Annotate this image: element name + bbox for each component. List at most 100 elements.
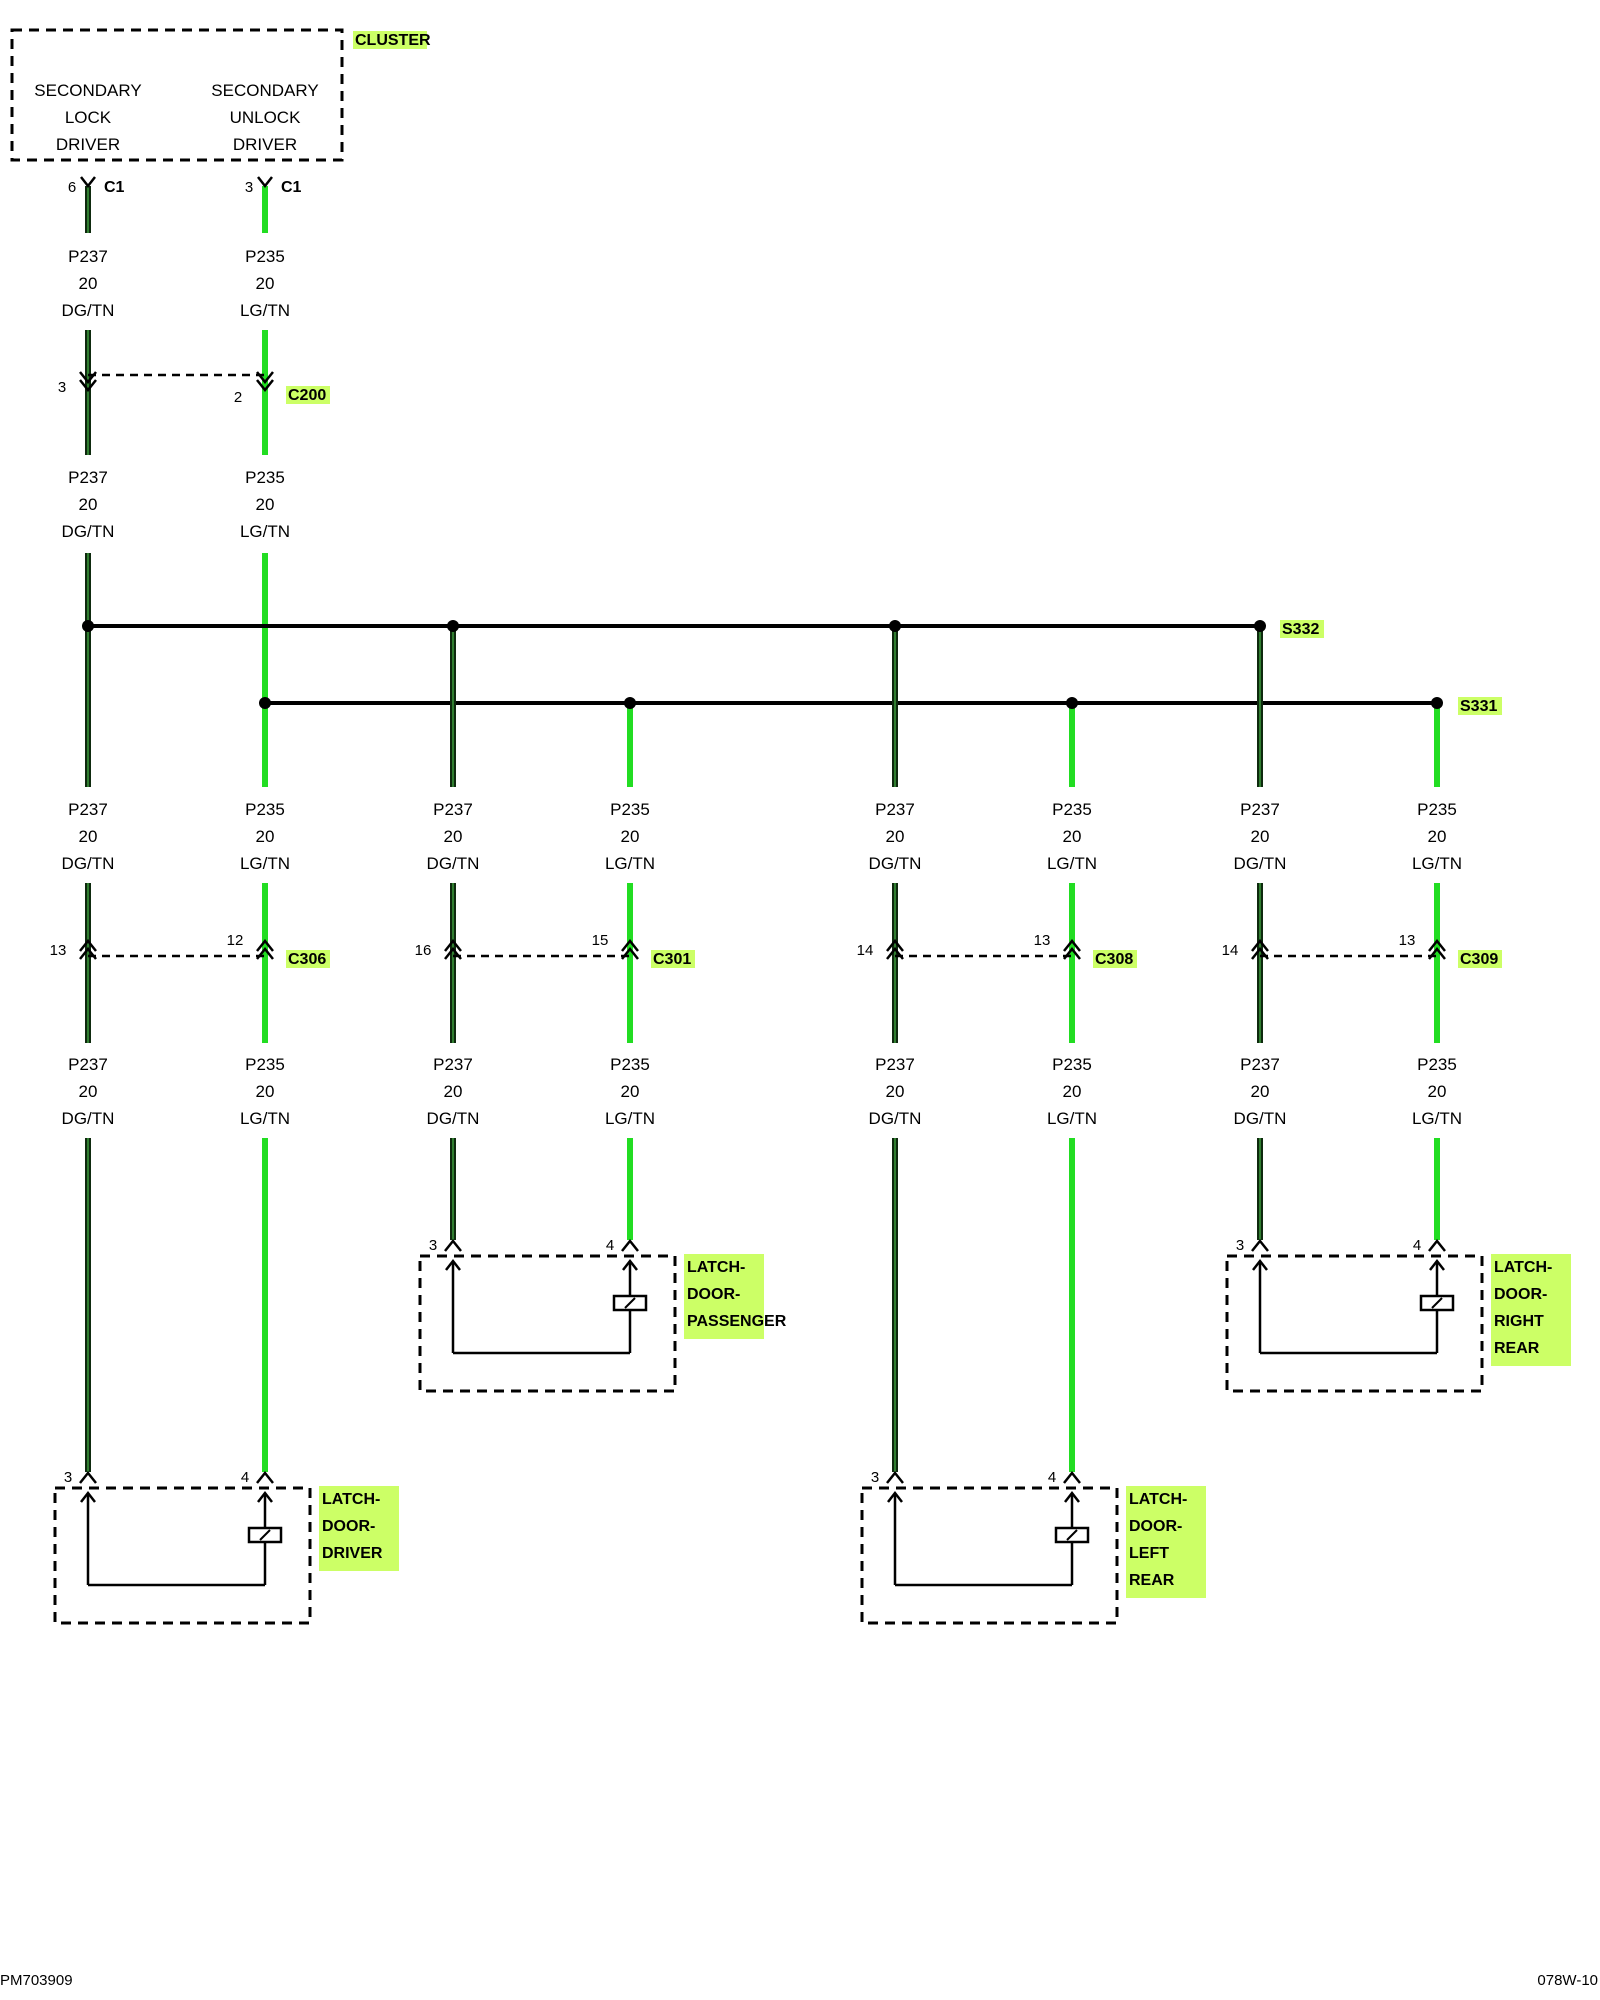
latch-3-p237-pin: 3 xyxy=(1236,1237,1244,1254)
p235-label-1-circuit: P235 xyxy=(245,247,285,266)
c1-p235-pin: 3 xyxy=(245,179,253,196)
C309-p235-pin: 13 xyxy=(1399,932,1416,949)
p237-label-3-0-circuit: P237 xyxy=(68,800,108,819)
s332-node-0 xyxy=(82,620,94,632)
p237-label-4-0-circuit: P237 xyxy=(68,1055,108,1074)
p237-label-4-3-circuit: P237 xyxy=(1240,1055,1280,1074)
cluster-unlock-driver-0: SECONDARY xyxy=(211,81,318,100)
latch-0-p237-pin: 3 xyxy=(64,1469,72,1486)
latch-2-p235-chevron xyxy=(1063,1470,1081,1484)
latch-0-label-line-1: DOOR- xyxy=(322,1518,375,1535)
C309-p235-chevron-a xyxy=(1428,938,1446,952)
latch-2-label-highlight xyxy=(1126,1486,1206,1598)
p237-label-4-1-circuit: P237 xyxy=(433,1055,473,1074)
latch-1-p235-pin: 4 xyxy=(606,1237,614,1254)
cluster-name-highlight xyxy=(353,31,427,49)
latch-3-inner-p235-arrow xyxy=(1429,1258,1445,1271)
C301-p237-chevron-a xyxy=(444,938,462,952)
C309-p237-pin: 14 xyxy=(1222,942,1239,959)
cluster-box xyxy=(10,28,344,162)
cluster-lock-driver-1: LOCK xyxy=(65,108,112,127)
C306-p237-pin: 13 xyxy=(50,942,67,959)
latch-2-label-line-2: LEFT xyxy=(1129,1545,1169,1562)
C301-p235-pin: 15 xyxy=(592,932,609,949)
latch-1-p235-chevron xyxy=(621,1238,639,1252)
p237-label-3-2-circuit: P237 xyxy=(875,800,915,819)
p235-label-2-color: LG/TN xyxy=(240,522,290,541)
p237-label-4-0-color: DG/TN xyxy=(62,1109,115,1128)
cluster-unlock-driver-1: UNLOCK xyxy=(230,108,302,127)
latch-0-box xyxy=(53,1486,312,1625)
p237-label-3-3-color: DG/TN xyxy=(1234,854,1287,873)
latch-1-p237-pin: 3 xyxy=(429,1237,437,1254)
latch-3-actuator-slash xyxy=(1431,1297,1443,1309)
cluster-lock-driver-0: SECONDARY xyxy=(34,81,141,100)
p237-label-3-1-circuit: P237 xyxy=(433,800,473,819)
latch-0-label-highlight xyxy=(319,1486,399,1571)
latch-3-inner-p237-arrow xyxy=(1252,1258,1268,1271)
p237-label-3-2-gauge: 20 xyxy=(886,827,905,846)
latch-1-inner-p237-arrow xyxy=(445,1258,461,1271)
C309-name: C309 xyxy=(1460,951,1498,968)
C308-p237-chevron-b xyxy=(886,946,904,960)
latch-0-inner-p235-arrow xyxy=(257,1490,273,1503)
cluster-name: CLUSTER xyxy=(355,32,431,49)
latch-2-label-line-3: REAR xyxy=(1129,1572,1175,1589)
latch-3-label-line-3: REAR xyxy=(1494,1340,1540,1357)
p235-label-3-3-color: LG/TN xyxy=(1412,854,1462,873)
C309-name-highlight xyxy=(1458,950,1502,968)
p235-label-3-0-circuit: P235 xyxy=(245,800,285,819)
p237-label-3-1-color: DG/TN xyxy=(427,854,480,873)
p237-label-3-0-color: DG/TN xyxy=(62,854,115,873)
latch-3-label-line-0: LATCH- xyxy=(1494,1259,1552,1276)
C301-name: C301 xyxy=(653,951,691,968)
s332-node-2 xyxy=(889,620,901,632)
c1-p235-connector: C1 xyxy=(281,179,302,196)
latch-2-inner-p235-arrow xyxy=(1064,1490,1080,1503)
p235-label-4-2-color: LG/TN xyxy=(1047,1109,1097,1128)
C306-name-highlight xyxy=(286,950,330,968)
p235-label-3-3-circuit: P235 xyxy=(1417,800,1457,819)
p237-label-2-color: DG/TN xyxy=(62,522,115,541)
p235-label-3-2-gauge: 20 xyxy=(1063,827,1082,846)
C306-p235-chevron-a xyxy=(256,938,274,952)
C301-p237-chevron-b xyxy=(444,946,462,960)
s331-name-highlight xyxy=(1458,697,1502,715)
C301-p235-chevron-a xyxy=(621,938,639,952)
p237-label-4-2-color: DG/TN xyxy=(869,1109,922,1128)
latch-2-label-line-1: DOOR- xyxy=(1129,1518,1182,1535)
c1-p235-chevron xyxy=(257,176,273,189)
p237-label-4-0-gauge: 20 xyxy=(79,1082,98,1101)
p237-label-4-1-color: DG/TN xyxy=(427,1109,480,1128)
p235-label-4-3-circuit: P235 xyxy=(1417,1055,1457,1074)
p235-label-3-1-circuit: P235 xyxy=(610,800,650,819)
C306-p237-chevron-a xyxy=(79,938,97,952)
C308-p235-chevron-a xyxy=(1063,938,1081,952)
C308-p235-pin: 13 xyxy=(1034,932,1051,949)
C309-p237-chevron-a xyxy=(1251,938,1269,952)
p237-label-2-gauge: 20 xyxy=(79,495,98,514)
s332-name: S332 xyxy=(1282,621,1319,638)
s331-node-3 xyxy=(1431,697,1443,709)
C308-p237-pin: 14 xyxy=(857,942,874,959)
latch-0-inner-p237-arrow xyxy=(80,1490,96,1503)
p237-label-3-1-gauge: 20 xyxy=(444,827,463,846)
latch-0-label-line-0: LATCH- xyxy=(322,1491,380,1508)
latch-2-inner-p237-arrow xyxy=(887,1490,903,1503)
p235-label-4-0-gauge: 20 xyxy=(256,1082,275,1101)
p235-label-2-circuit: P235 xyxy=(245,468,285,487)
cluster-unlock-driver-2: DRIVER xyxy=(233,135,297,154)
p237-label-1-circuit: P237 xyxy=(68,247,108,266)
C306-p237-chevron-b xyxy=(79,946,97,960)
c200-p235-pin: 2 xyxy=(234,389,242,406)
C309-p235-chevron-b xyxy=(1428,946,1446,960)
latch-1-inner-p235-arrow xyxy=(622,1258,638,1271)
p237-label-1-gauge: 20 xyxy=(79,274,98,293)
p235-label-3-1-color: LG/TN xyxy=(605,854,655,873)
c1-p237-connector: C1 xyxy=(104,179,125,196)
drawing-id-right: 078W-10 xyxy=(1537,1972,1598,1989)
latch-1-actuator-slash xyxy=(624,1297,636,1309)
latch-0-p235-pin: 4 xyxy=(241,1469,249,1486)
p235-label-3-3-gauge: 20 xyxy=(1428,827,1447,846)
